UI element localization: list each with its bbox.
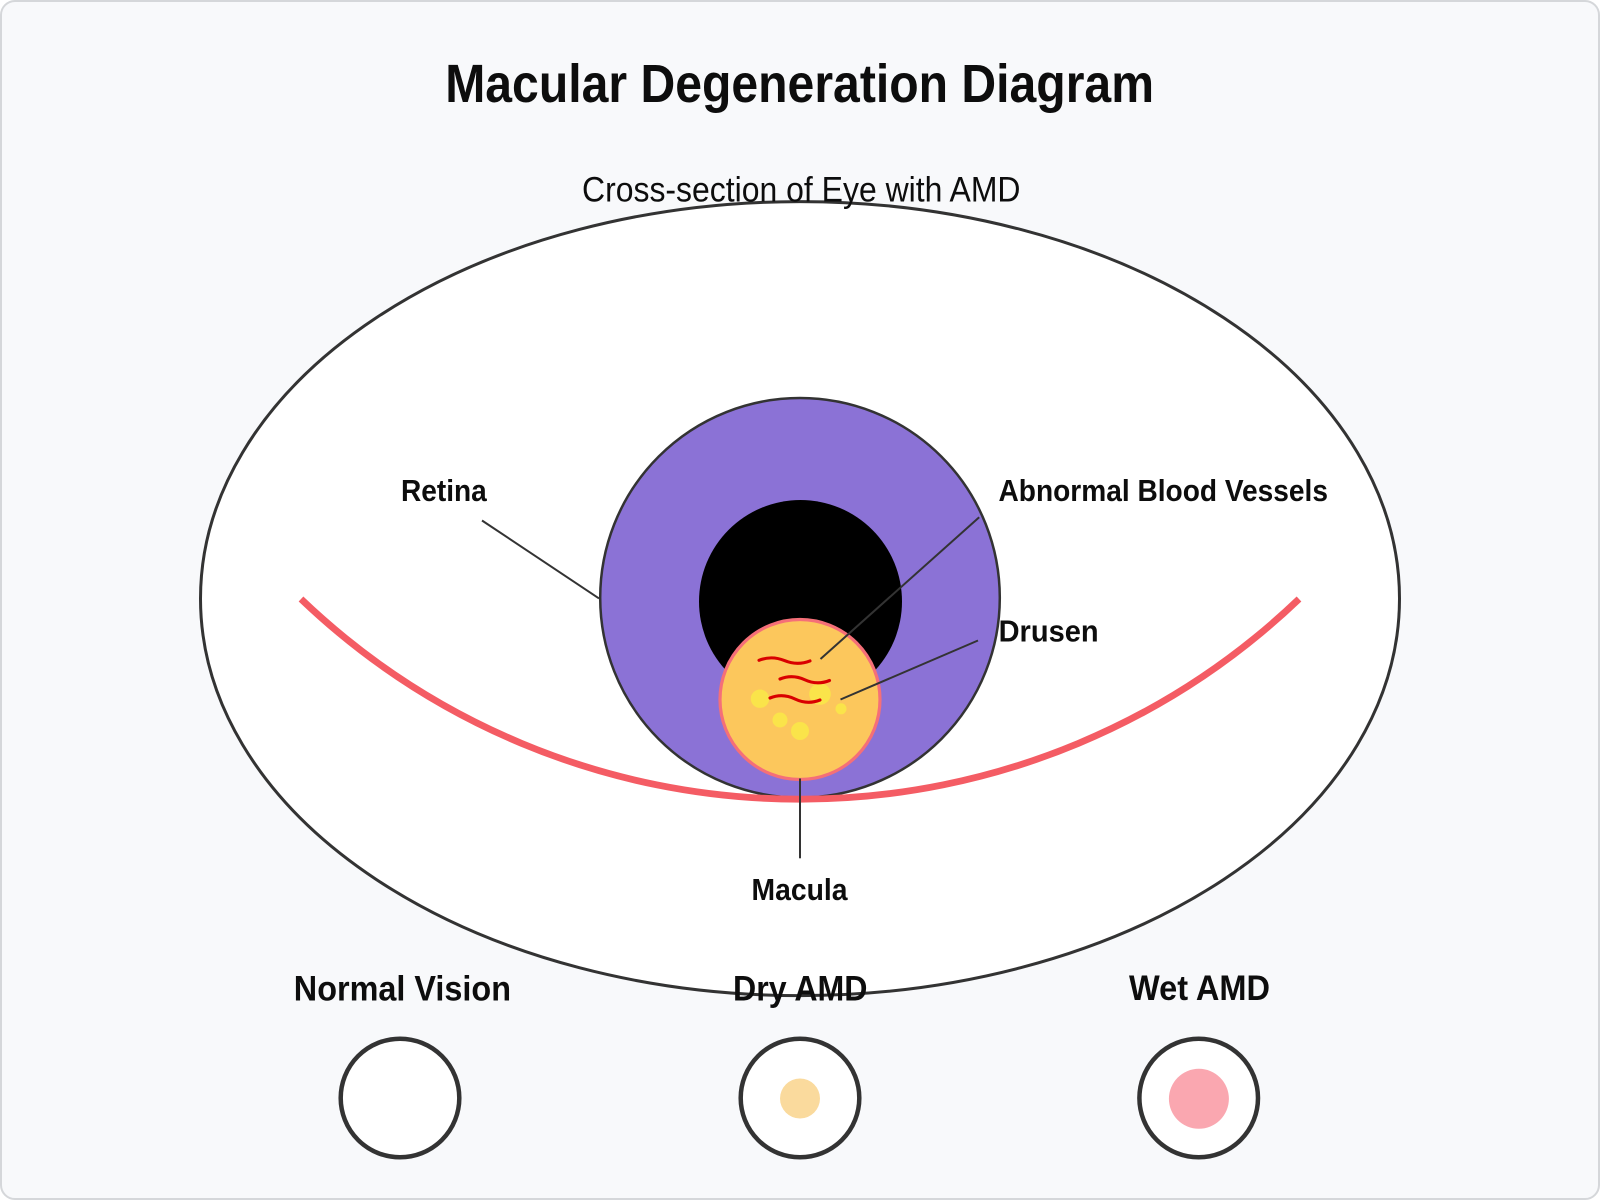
- svg-text:Cross-section of Eye with AMD: Cross-section of Eye with AMD: [582, 170, 1021, 209]
- svg-text:Wet AMD: Wet AMD: [1129, 969, 1270, 1008]
- svg-text:Macula: Macula: [752, 872, 849, 907]
- svg-text:Abnormal Blood Vessels: Abnormal Blood Vessels: [999, 473, 1329, 508]
- svg-text:Drusen: Drusen: [999, 613, 1099, 648]
- svg-text:Retina: Retina: [401, 473, 487, 508]
- svg-text:Macular Degeneration Diagram: Macular Degeneration Diagram: [445, 54, 1154, 114]
- svg-text:Normal Vision: Normal Vision: [294, 970, 511, 1009]
- svg-text:Dry AMD: Dry AMD: [733, 970, 868, 1009]
